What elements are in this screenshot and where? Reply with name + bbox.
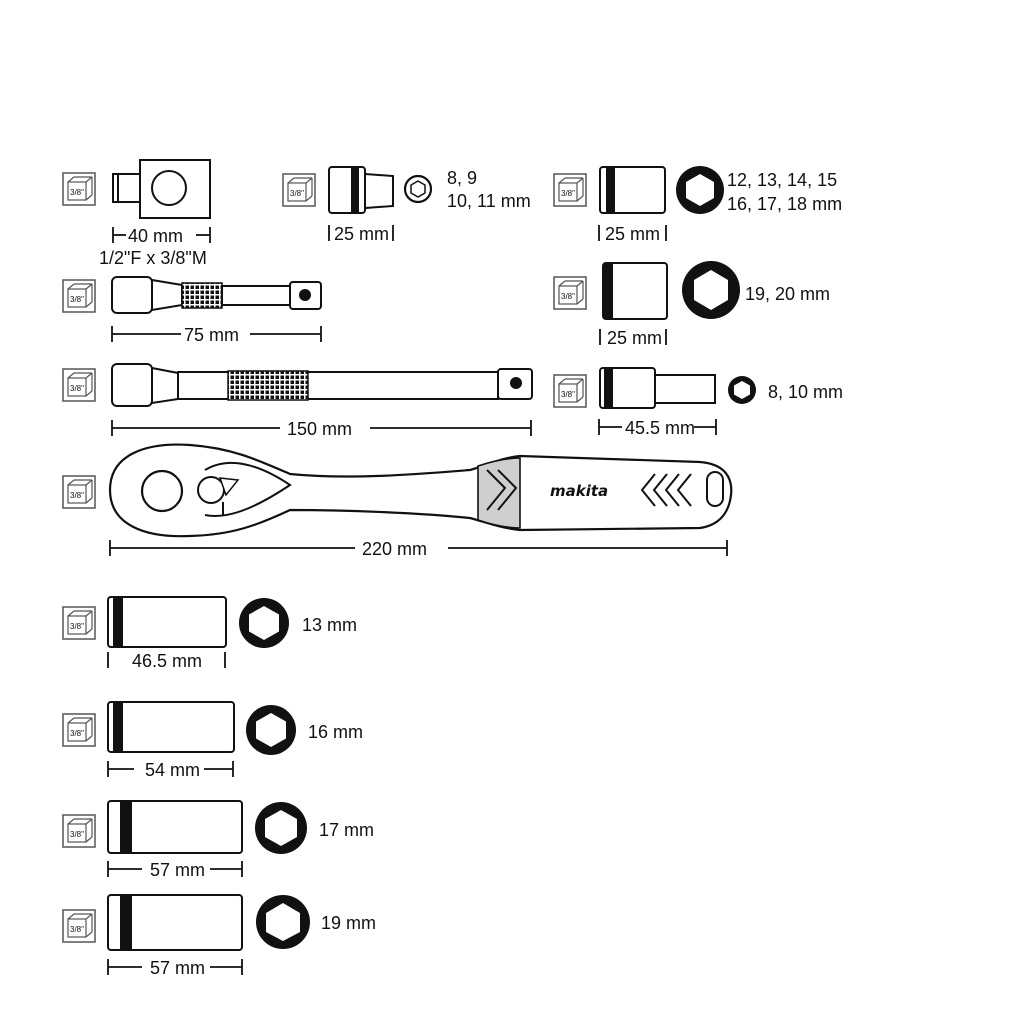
socket-small-sizes-1: 8, 9 (447, 168, 477, 188)
adapter-length-label: 40 mm (128, 226, 183, 246)
drive-size-icon: 3/8" (62, 814, 96, 848)
socket-mid-sizes-2: 16, 17, 18 mm (727, 194, 842, 214)
dimension-line (111, 326, 322, 342)
drive-size-icon: 3/8" (62, 606, 96, 640)
svg-text:3/8": 3/8" (70, 925, 84, 934)
socket-deep16-length-label: 54 mm (145, 760, 200, 780)
extension-75-drawing (111, 276, 322, 314)
socket-deep17-size-label: 17 mm (319, 820, 374, 840)
drive-size-icon: 3/8" (62, 713, 96, 747)
drive-size-icon: 3/8" (62, 172, 96, 206)
dimension-line (107, 861, 243, 877)
ratchet-drawing (108, 443, 733, 538)
svg-text:3/8": 3/8" (561, 390, 575, 399)
svg-text:3/8": 3/8" (561, 292, 575, 301)
socket-large-sizes: 19, 20 mm (745, 284, 830, 304)
socket-small-length-label: 25 mm (334, 224, 389, 244)
dimension-line (107, 652, 226, 668)
dimension-line (598, 225, 667, 241)
drive-size-icon: 3/8" (62, 279, 96, 313)
drive-size-icon: 3/8" (282, 173, 316, 207)
svg-text:3/8": 3/8" (70, 384, 84, 393)
socket-deep19-size-label: 19 mm (321, 913, 376, 933)
drive-size-icon: 3/8" (62, 909, 96, 943)
svg-text:3/8": 3/8" (70, 295, 84, 304)
socket-mid-sizes-1: 12, 13, 14, 15 (727, 170, 837, 190)
svg-text:3/8": 3/8" (70, 188, 84, 197)
socket-deep-small-length-label: 45.5 mm (625, 418, 695, 438)
ratchet-length-label: 220 mm (362, 539, 427, 559)
svg-text:3/8": 3/8" (70, 622, 84, 631)
dimension-line (112, 227, 211, 243)
dimension-line (107, 761, 234, 777)
drive-size-icon: 3/8" (62, 368, 96, 402)
adapter-drawing (112, 159, 211, 219)
svg-text:3/8": 3/8" (70, 830, 84, 839)
socket-mid-drawing (599, 166, 724, 214)
drive-size-icon: 3/8" (553, 276, 587, 310)
socket-large-length-label: 25 mm (607, 328, 662, 348)
dimension-line (328, 225, 394, 241)
socket-small-sizes-2: 10, 11 mm (447, 191, 531, 211)
chevron-marks (640, 473, 692, 507)
dimension-line (111, 420, 532, 436)
dimension-line (107, 959, 243, 975)
socket-deep-small-sizes: 8, 10 mm (768, 382, 843, 402)
socket-small-drawing (328, 166, 433, 214)
drive-size-icon: 3/8" (553, 173, 587, 207)
socket-mid-length-label: 25 mm (605, 224, 660, 244)
dimension-line (598, 419, 717, 435)
drive-size-icon: 3/8" (553, 374, 587, 408)
svg-text:3/8": 3/8" (290, 189, 304, 198)
extension-150-length-label: 150 mm (287, 419, 352, 439)
extension-75-length-label: 75 mm (184, 325, 239, 345)
dimension-line (109, 540, 728, 556)
socket-deep13-size-label: 13 mm (302, 615, 357, 635)
socket-deep-small-drawing (599, 367, 756, 409)
socket-deep13-drawing (107, 596, 289, 648)
svg-text:3/8": 3/8" (70, 491, 84, 500)
brand-logo: makita (550, 482, 608, 500)
dimension-line (599, 329, 667, 345)
drive-size-icon: 3/8" (62, 475, 96, 509)
socket-deep17-drawing (107, 800, 307, 854)
socket-deep19-length-label: 57 mm (150, 958, 205, 978)
socket-large-drawing (602, 261, 740, 320)
adapter-spec-label: 1/2"F x 3/8"M (99, 248, 207, 268)
socket-deep17-length-label: 57 mm (150, 860, 205, 880)
socket-deep16-size-label: 16 mm (308, 722, 363, 742)
socket-deep16-drawing (107, 701, 296, 755)
socket-deep19-drawing (107, 894, 310, 951)
svg-text:3/8": 3/8" (70, 729, 84, 738)
svg-text:3/8": 3/8" (561, 189, 575, 198)
socket-deep13-length-label: 46.5 mm (132, 651, 202, 671)
extension-150-drawing (111, 363, 533, 407)
